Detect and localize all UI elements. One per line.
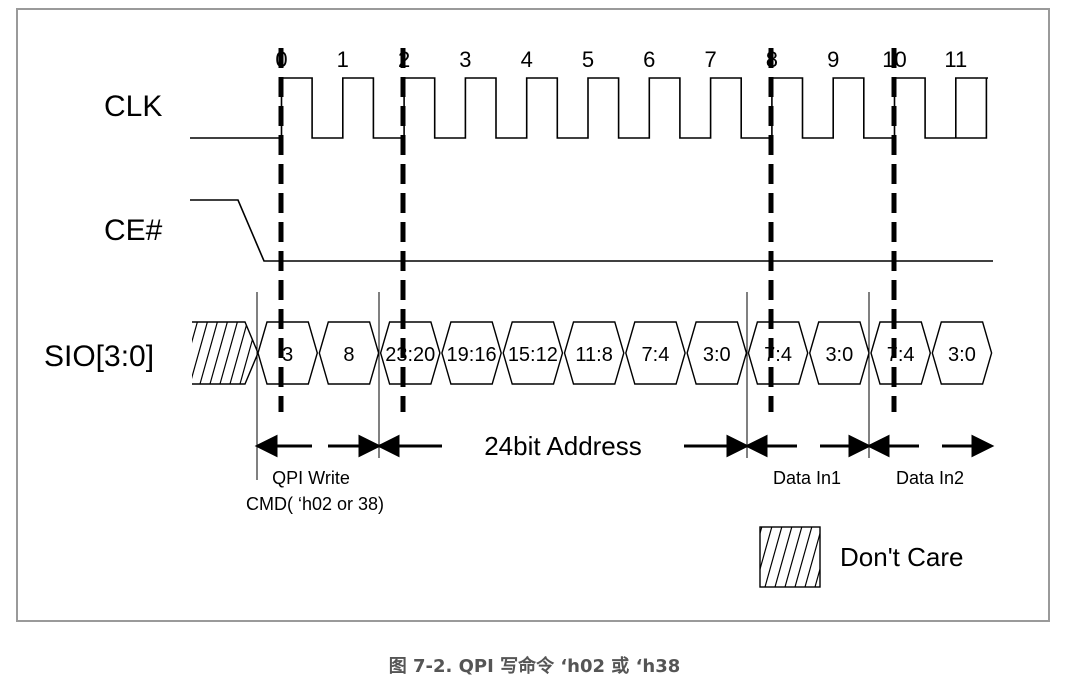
sio-cell (318, 321, 380, 385)
span-boundaries (256, 292, 870, 480)
clock-number: 5 (582, 47, 594, 72)
sio-cell (379, 321, 441, 385)
sio-cell (625, 321, 686, 385)
sio-cell-value: 8 (343, 344, 354, 366)
sio-cell (747, 321, 809, 385)
data-in2-label: Data In2 (896, 468, 964, 488)
sio-cell (870, 321, 932, 385)
data-in1-label: Data In1 (773, 468, 841, 488)
sio-cell (441, 321, 502, 385)
clock-number: 1 (337, 47, 349, 72)
clk-label: CLK (104, 90, 162, 123)
sio-cell-value: 19:16 (447, 344, 497, 366)
clock-number: 3 (459, 47, 471, 72)
sio-cell (502, 321, 564, 385)
sio-cell-value: 15:12 (508, 344, 558, 366)
sio-cell-value: 7:4 (642, 344, 670, 366)
clock-number: 6 (643, 47, 655, 72)
clock-number: 4 (521, 47, 533, 72)
sio-cell-value: 7:4 (764, 344, 792, 366)
address-label: 24bit Address (484, 431, 642, 461)
sio-cell (257, 321, 319, 385)
clk-waveform (190, 77, 988, 139)
sio-cell-value: 3 (282, 344, 293, 366)
sio-cell (808, 321, 870, 385)
qpi-write-timing-diagram: CLK CE# SIO[3:0] 01234567891011 3823:201… (44, 47, 995, 588)
cmd-label-line1: QPI Write (272, 468, 350, 488)
cmd-label-line2: CMD( ‘h02 or 38) (246, 494, 384, 514)
sio-cell-value: 3:0 (703, 344, 731, 366)
span-arrows (254, 434, 995, 458)
ce-waveform (190, 199, 993, 262)
sio-bus-cells: 3 8 23:20 19:16 15:12 11:8 7:4 3:0 7:4 3:0 7:4 3:0 (257, 321, 993, 385)
clock-number: 9 (827, 47, 839, 72)
figure-caption: 图 7-2. QPI 写命令 ‘h02 或 ‘h38 (388, 656, 681, 677)
sio-cell (563, 321, 625, 385)
dont-care-swatch (759, 526, 821, 588)
ce-label: CE# (104, 214, 163, 247)
clock-number: 11 (944, 47, 967, 72)
clock-cycle-numbers: 01234567891011 (275, 47, 967, 72)
clock-number: 7 (704, 47, 716, 72)
sio-cell (931, 321, 993, 385)
dont-care-label: Don't Care (840, 542, 963, 572)
sio-cell-value: 11:8 (575, 344, 612, 366)
sio-cell-value: 23:20 (385, 344, 435, 366)
diagram-frame (16, 8, 1050, 622)
sio-cell-value: 3:0 (825, 344, 853, 366)
sio-label: SIO[3:0] (44, 340, 154, 373)
dont-care-legend: Don't Care (759, 526, 963, 588)
sio-cell-value: 3:0 (948, 344, 976, 366)
sio-cell (686, 321, 748, 385)
sio-cell-value: 7:4 (887, 344, 915, 366)
clock-edge-markers (278, 48, 897, 412)
